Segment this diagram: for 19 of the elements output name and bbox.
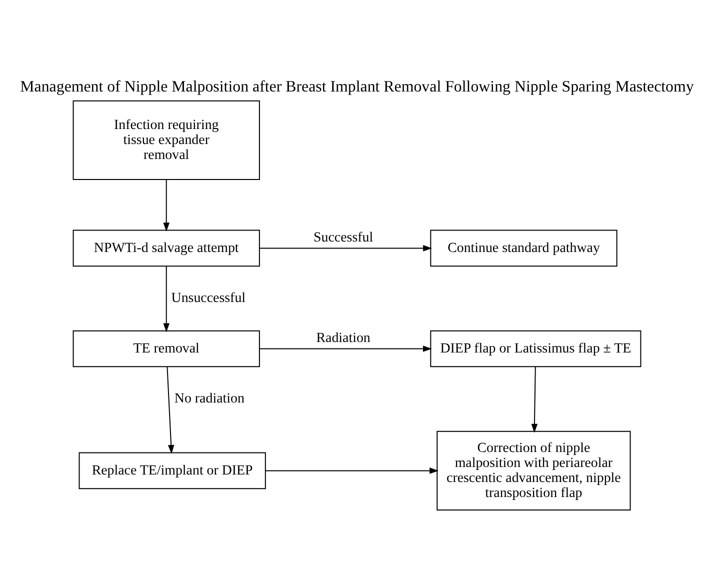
node-box: DIEP flap or Latissimus flap ± TE (430, 330, 642, 368)
arrow (259, 245, 432, 252)
arrow (265, 468, 439, 474)
arrow (531, 366, 538, 433)
edge-label: Successful (314, 230, 374, 246)
diagram-title: Management of Nipple Malposition after Breast Implant Removal Following Nipple Sparing Mastectomy (20, 78, 694, 96)
node-box: Continue standard pathway (430, 230, 618, 267)
node-box: TE removal (72, 330, 260, 368)
edge-label: Radiation (316, 330, 370, 346)
node-box: Correction of nipple malposition with periareolar crescentic advancement, nipple transposition flap (436, 430, 631, 511)
node-box: NPWTi-d salvage attempt (72, 230, 260, 267)
arrow (259, 346, 432, 352)
edge-label: Unsuccessful (171, 291, 246, 306)
node-box: Infection requiring tissue expander removal (72, 100, 260, 180)
node-box: Replace TE/implant or DIEP (78, 452, 266, 490)
arrow (166, 366, 174, 454)
edge-label: No radiation (174, 392, 244, 407)
arrow (163, 266, 170, 332)
arrow (163, 179, 170, 232)
